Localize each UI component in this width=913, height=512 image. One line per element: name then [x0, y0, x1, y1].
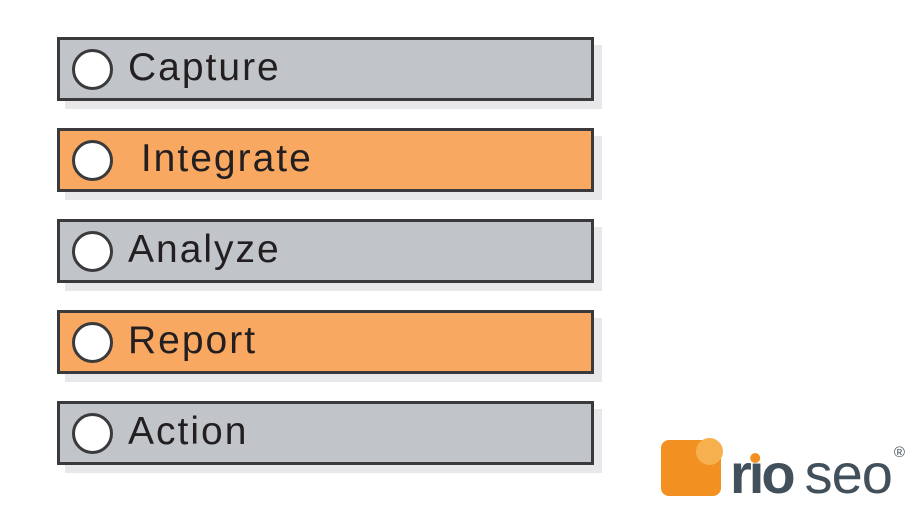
radio-circle-icon — [72, 139, 113, 181]
step-label: Analyze — [128, 227, 281, 271]
registered-trademark-icon: ® — [893, 444, 905, 461]
radio-circle-icon — [72, 48, 113, 90]
logo-i-dot-icon — [750, 453, 761, 463]
logo-letter-r: r — [730, 442, 752, 505]
step-label: Report — [128, 318, 258, 362]
step-bar-report[interactable]: Report — [57, 310, 594, 374]
radio-circle-icon — [72, 230, 113, 272]
step-label: Capture — [128, 45, 281, 89]
step-bar-action[interactable]: Action — [57, 401, 594, 465]
logo-seo-word: seo — [804, 442, 893, 505]
radio-circle-icon — [72, 412, 113, 454]
step-label: Action — [128, 409, 249, 453]
step-bar-integrate[interactable]: Integrate — [57, 128, 594, 192]
logo-letter-o: o — [761, 442, 795, 505]
radio-circle-icon — [72, 321, 113, 363]
rioseo-logo-mark-icon — [661, 438, 723, 496]
step-label: Integrate — [128, 136, 313, 180]
step-bar-capture[interactable]: Capture — [57, 37, 594, 101]
logo-bubble-icon — [696, 438, 723, 465]
logo-letter-i: ı — [748, 442, 764, 505]
step-bar-analyze[interactable]: Analyze — [57, 219, 594, 283]
